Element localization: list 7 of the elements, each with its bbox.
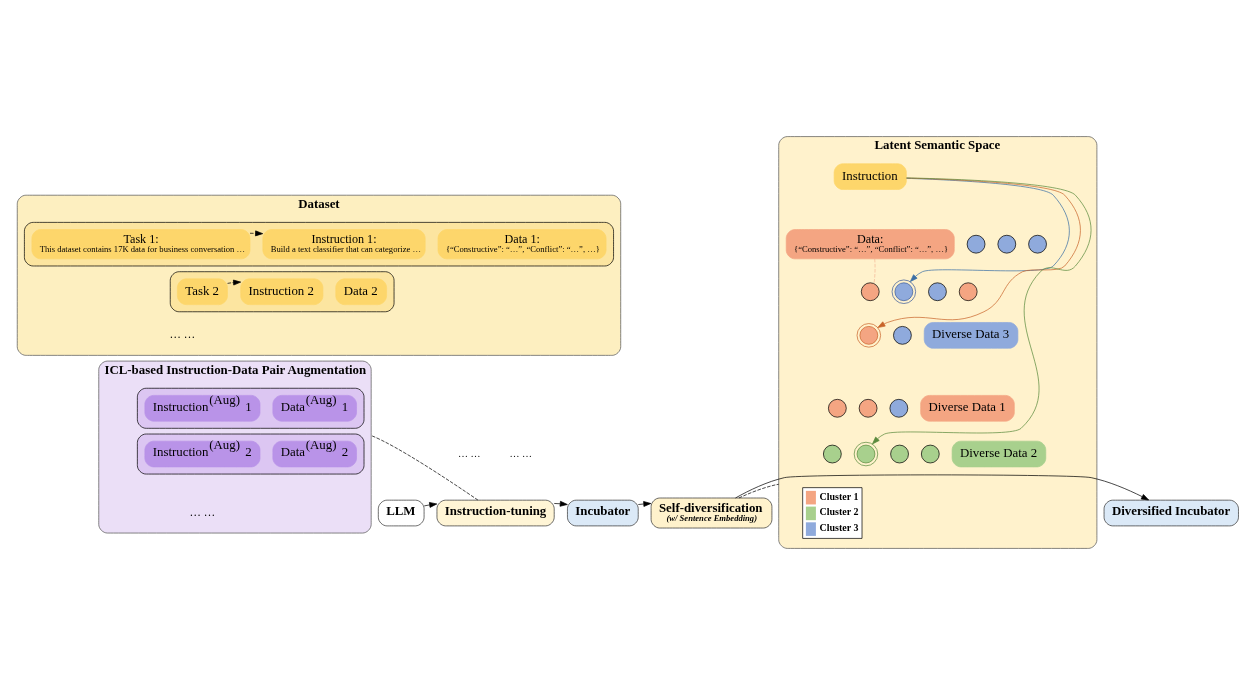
legend-label: Cluster 2: [819, 505, 859, 517]
legend-label: Cluster 3: [819, 521, 859, 533]
label: … …: [189, 505, 216, 518]
label: … …: [509, 447, 533, 459]
label: … …: [169, 327, 196, 340]
legend-label: Cluster 1: [819, 490, 859, 502]
label: … …: [458, 447, 481, 459]
